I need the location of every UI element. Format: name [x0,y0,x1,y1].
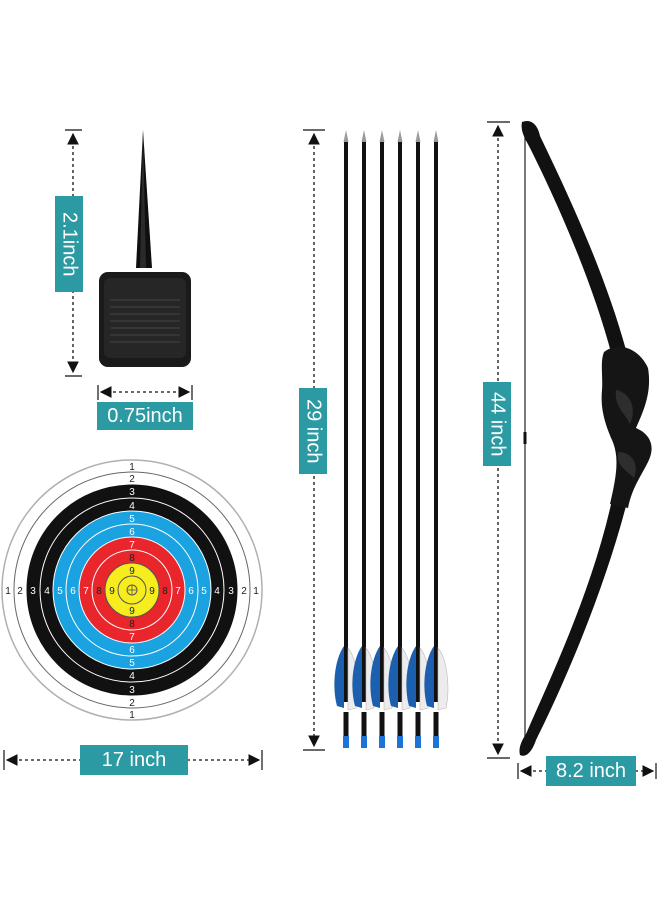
arrow-icon [352,130,377,748]
target-ring-number: 4 [129,501,135,512]
target-ring-number: 5 [57,586,63,597]
target-ring-number: 6 [129,527,135,538]
recurve-bow-icon [519,120,652,756]
target-ring-number: 2 [129,474,135,485]
target-ring-number: 3 [228,586,234,597]
target-ring-number: 5 [129,514,135,525]
target-ring-number: 4 [44,586,50,597]
target-ring-number: 9 [109,586,115,597]
target-ring-number: 7 [175,586,181,597]
target-ring-number: 7 [83,586,89,597]
target-ring-number: 1 [129,710,135,721]
target-ring-number: 9 [129,566,135,577]
target-ring-number: 2 [129,698,135,709]
bow-length-label: 44 inch [483,382,511,466]
target-ring-number: 3 [129,487,135,498]
archery-target-icon [1,459,263,721]
target-ring-number: 2 [241,586,247,597]
arrow-set-icon [334,130,449,748]
bow-width-label: 8.2 inch [546,756,636,786]
target-ring-number: 7 [129,632,135,643]
target-pin-icon [99,130,191,367]
arrow-icon [424,130,449,748]
arrow-icon [334,130,359,748]
target-ring-number: 2 [17,586,23,597]
target-ring-number: 8 [129,553,135,564]
arrow-icon [370,130,395,748]
target-ring-number: 8 [129,619,135,630]
target-ring-number: 4 [129,671,135,682]
target-ring-number: 9 [149,586,155,597]
target-ring-number: 1 [129,462,135,473]
arrow-icon [406,130,431,748]
target-ring-number: 6 [70,586,76,597]
target-ring-number: 8 [96,586,102,597]
target-ring-number: 3 [129,685,135,696]
target-ring-number: 8 [162,586,168,597]
target-ring-number: 5 [201,586,207,597]
target-ring-number: 7 [129,540,135,551]
target-ring-number: 1 [5,586,11,597]
target-ring-number: 6 [129,645,135,656]
target-ring-number: 6 [188,586,194,597]
target-ring-number: 9 [129,606,135,617]
target-width-label: 17 inch [80,745,188,775]
arrow-icon [388,130,413,748]
arrow-length-label: 29 inch [299,388,327,474]
target-ring-number: 4 [214,586,220,597]
pin-height-label: 2.1inch [55,196,83,292]
target-ring-number: 5 [129,658,135,669]
target-ring-number: 3 [30,586,36,597]
target-ring-number: 1 [253,586,259,597]
pin-width-label: 0.75inch [97,402,193,430]
